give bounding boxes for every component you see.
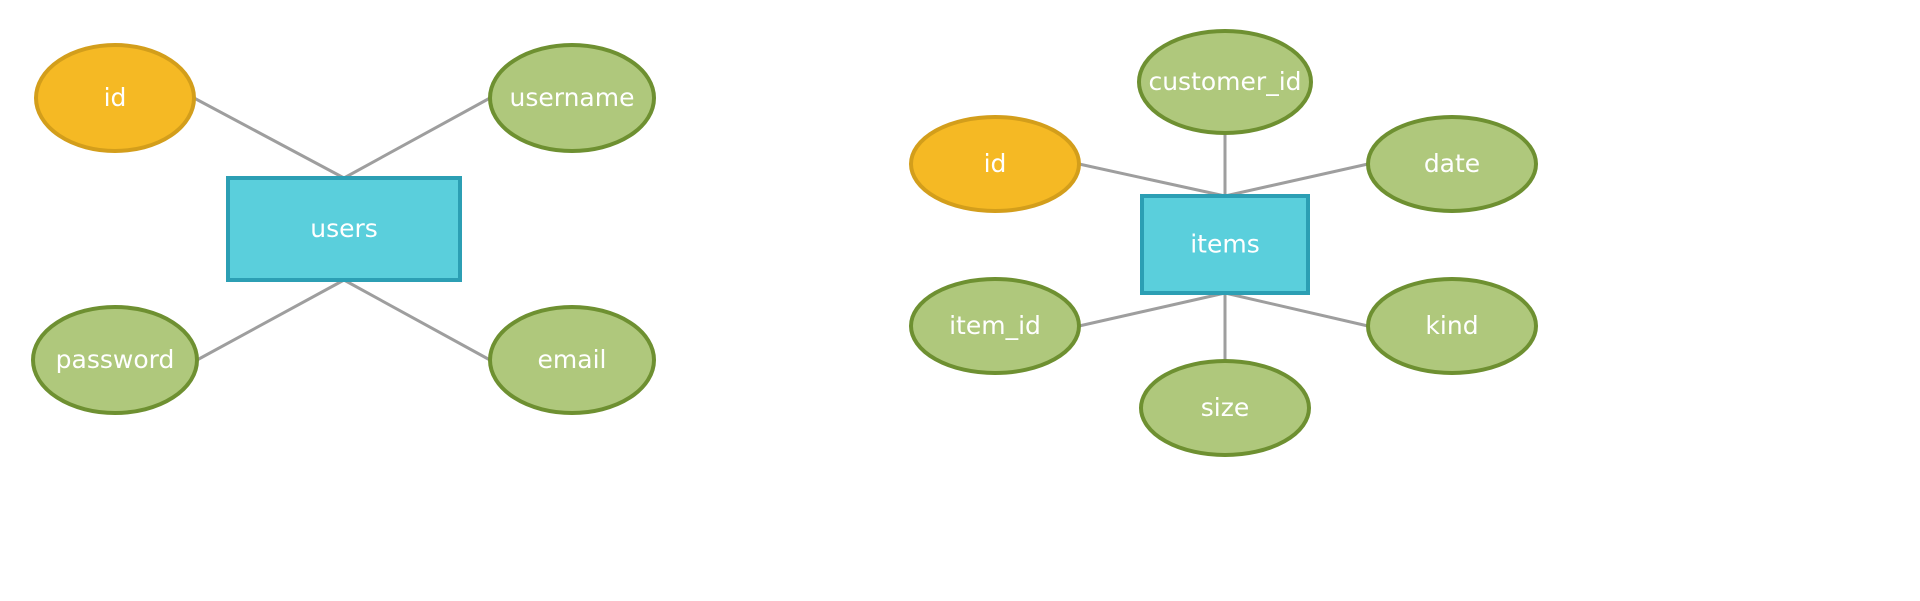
edge-users-to-users-username xyxy=(342,96,492,180)
attribute-shape-items-customer-id[interactable] xyxy=(1137,29,1313,135)
attribute-label-users-id: id xyxy=(104,83,127,112)
attribute-shape-items-size[interactable] xyxy=(1139,359,1311,457)
attribute-node-items-size[interactable]: size xyxy=(1139,359,1311,457)
attribute-label-users-email: email xyxy=(538,345,607,374)
attribute-node-users-username[interactable]: username xyxy=(488,43,656,153)
entity-label-users: users xyxy=(310,214,378,243)
attribute-shape-items-kind[interactable] xyxy=(1366,277,1538,375)
edge-items-to-items-date xyxy=(1223,162,1370,198)
attribute-label-items-item-id: item_id xyxy=(949,311,1041,340)
entity-shape-items[interactable] xyxy=(1140,194,1310,295)
attribute-label-items-customer-id: customer_id xyxy=(1148,67,1301,96)
attribute-label-items-date: date xyxy=(1424,149,1480,178)
attribute-node-items-item-id[interactable]: item_id xyxy=(909,277,1081,375)
attribute-label-items-size: size xyxy=(1201,393,1249,422)
attribute-shape-users-id[interactable] xyxy=(34,43,196,153)
entity-label-items: items xyxy=(1190,230,1260,259)
attribute-label-items-kind: kind xyxy=(1425,311,1478,340)
edge-items-to-items-id xyxy=(1077,162,1227,198)
attribute-node-users-email[interactable]: email xyxy=(488,305,656,415)
attribute-shape-users-password[interactable] xyxy=(31,305,199,415)
attribute-shape-items-item-id[interactable] xyxy=(909,277,1081,375)
edge-users-to-users-password xyxy=(195,278,346,362)
entity-shape-users[interactable] xyxy=(226,176,462,282)
attributes-layer: id username password email id customer_iddate… xyxy=(31,29,1538,457)
attribute-shape-users-username[interactable] xyxy=(488,43,656,153)
attribute-node-users-id[interactable]: id xyxy=(34,43,196,153)
attribute-node-items-customer-id[interactable]: customer_id xyxy=(1137,29,1313,135)
edge-users-to-users-id xyxy=(192,96,346,180)
entity-node-items[interactable]: items xyxy=(1140,194,1310,295)
edge-items-to-items-item-id xyxy=(1077,291,1227,328)
edge-items-to-items-kind xyxy=(1223,291,1370,328)
attribute-shape-users-email[interactable] xyxy=(488,305,656,415)
entities-layer: users items xyxy=(226,176,1310,295)
attribute-node-items-id[interactable]: id xyxy=(909,115,1081,213)
attribute-node-items-date[interactable]: date xyxy=(1366,115,1538,213)
attribute-label-items-id: id xyxy=(984,149,1007,178)
attribute-label-users-password: password xyxy=(56,345,175,374)
attribute-shape-items-date[interactable] xyxy=(1366,115,1538,213)
attribute-label-users-username: username xyxy=(510,83,635,112)
edges-layer xyxy=(192,96,1370,363)
entity-node-users[interactable]: users xyxy=(226,176,462,282)
attribute-shape-items-id[interactable] xyxy=(909,115,1081,213)
attribute-node-items-kind[interactable]: kind xyxy=(1366,277,1538,375)
attribute-node-users-password[interactable]: password xyxy=(31,305,199,415)
edge-users-to-users-email xyxy=(342,278,492,362)
